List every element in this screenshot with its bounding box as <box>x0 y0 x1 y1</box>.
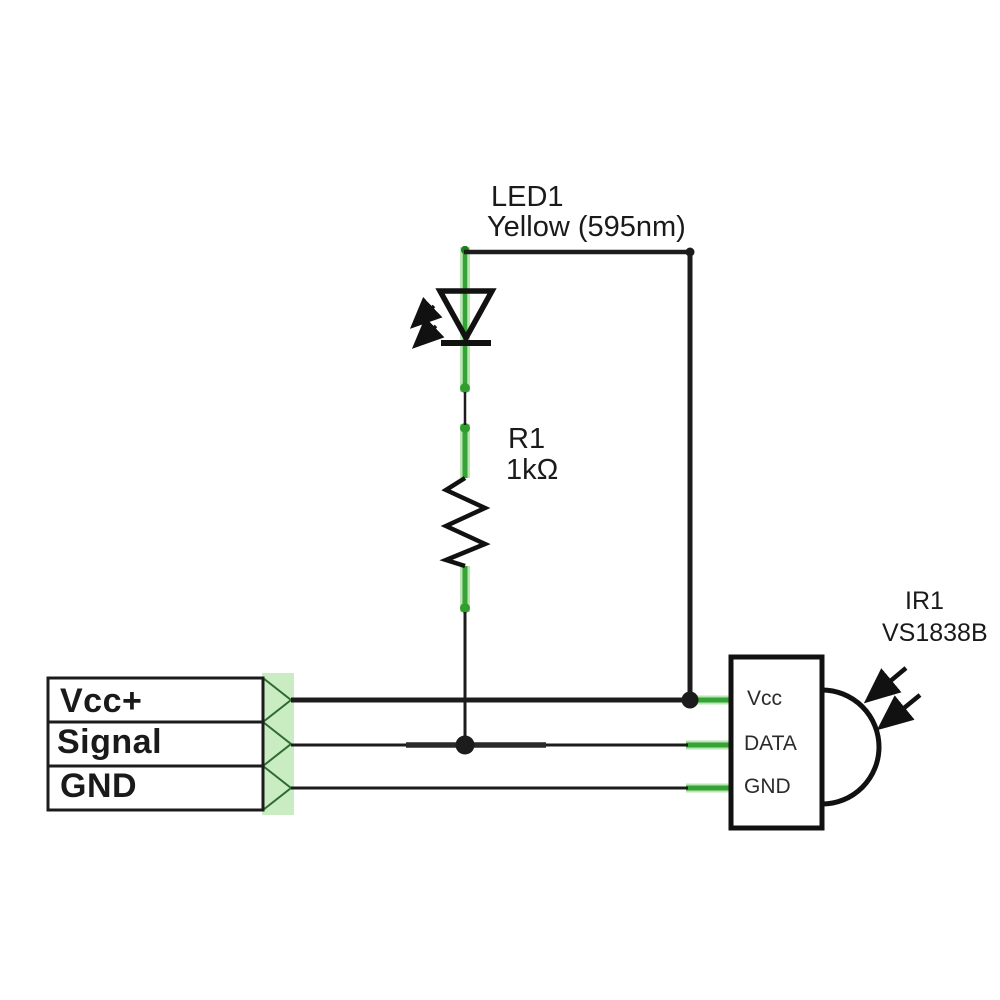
led-symbol <box>409 288 497 349</box>
resistor-symbol <box>439 476 491 569</box>
ir-pin-data-label: DATA <box>744 732 797 755</box>
connector-highlight-band <box>262 673 294 815</box>
light-emission-arrows-icon <box>409 296 445 349</box>
led-value-label: Yellow (595nm) <box>487 211 686 243</box>
ir-reception-arrows-icon <box>863 666 922 731</box>
highlighted-net-segments <box>460 246 741 793</box>
junction-dot-vcc <box>681 691 699 709</box>
junction-dots <box>455 247 699 755</box>
junction-dot-signal <box>455 735 475 755</box>
ir-body <box>728 654 825 831</box>
ir-pin-gnd-label: GND <box>744 775 791 798</box>
ir-pin-vcc-label: Vcc <box>747 687 783 710</box>
corner-dot <box>685 247 695 257</box>
led-designator-label: LED1 <box>491 181 564 213</box>
connector-pin-gnd-label: GND <box>60 767 138 805</box>
resistor-designator-label: R1 <box>508 423 546 455</box>
connector-block <box>46 676 265 812</box>
ir-designator-label: IR1 <box>905 587 944 615</box>
ir-part-number-label: VS1838B <box>882 619 988 647</box>
ir-dome-lens <box>821 687 882 807</box>
connector-pin-vcc-label: Vcc+ <box>60 682 143 720</box>
resistor-value-label: 1kΩ <box>506 454 559 486</box>
wires <box>291 249 693 790</box>
connector-pin-signal-label: Signal <box>57 723 163 761</box>
ir-receiver-symbol <box>728 654 922 831</box>
